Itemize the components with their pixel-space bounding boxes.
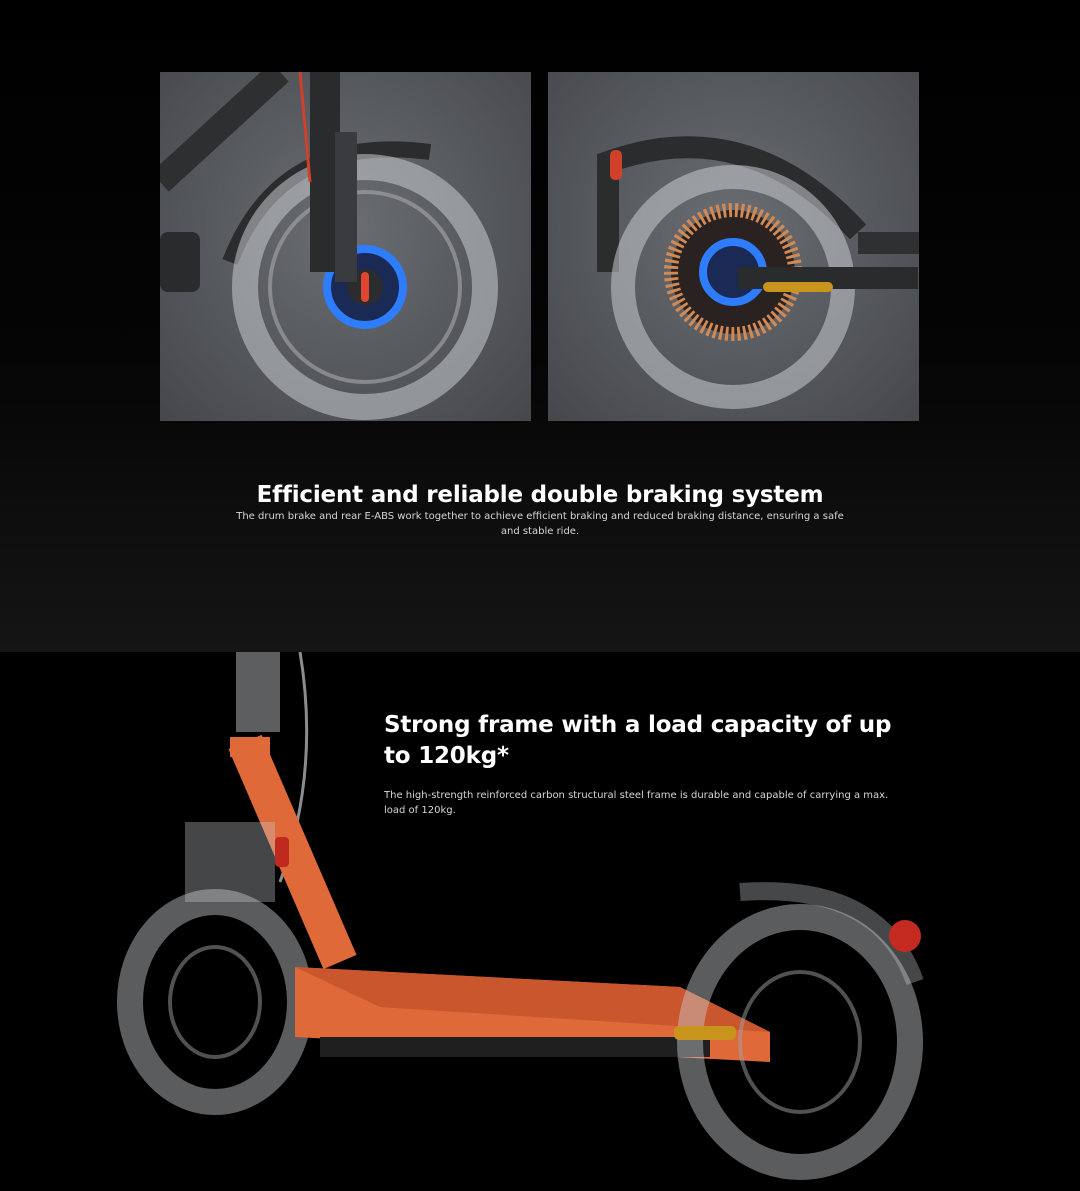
frame-description: The high-strength reinforced carbon stru…	[384, 790, 889, 816]
braking-section: Efficient and reliable double braking sy…	[0, 0, 1080, 652]
braking-title: Efficient and reliable double braking sy…	[256, 482, 824, 509]
front-drum-brake-image	[160, 72, 531, 421]
orange-scooter-image	[117, 652, 924, 1180]
braking-description: The drum brake and rear E-ABS work toget…	[236, 511, 844, 537]
rear-e-abs-motor-image	[548, 72, 919, 421]
frame-title: Strong frame with a load capacity of up …	[384, 712, 892, 769]
frame-section: Strong frame with a load capacity of up …	[0, 652, 1080, 1191]
